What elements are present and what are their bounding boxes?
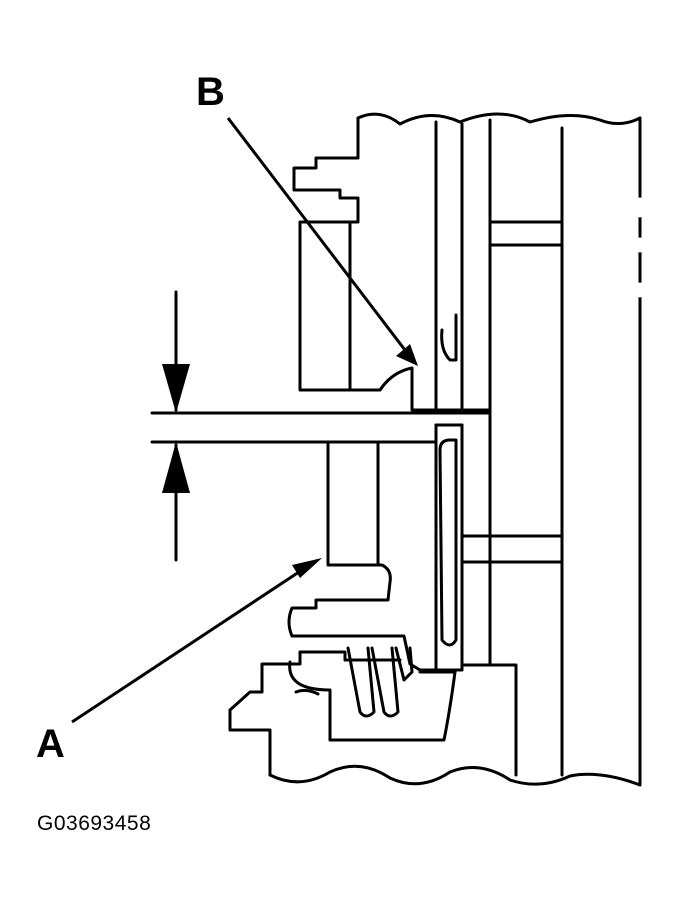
housing-outline — [268, 112, 642, 787]
shaft-gap — [150, 408, 492, 444]
leader-lines — [71, 117, 410, 724]
hub — [460, 220, 564, 564]
retainer-assembly — [228, 646, 518, 777]
callout-a-label: A — [36, 722, 65, 766]
figure-code: G03693458 — [37, 812, 152, 835]
leader-arrowheads — [292, 344, 418, 578]
dimension-arrows — [162, 364, 190, 493]
clutch-plates — [434, 118, 492, 672]
lower-component — [287, 440, 438, 672]
callout-b-label: B — [196, 70, 225, 114]
upper-component — [292, 116, 436, 412]
